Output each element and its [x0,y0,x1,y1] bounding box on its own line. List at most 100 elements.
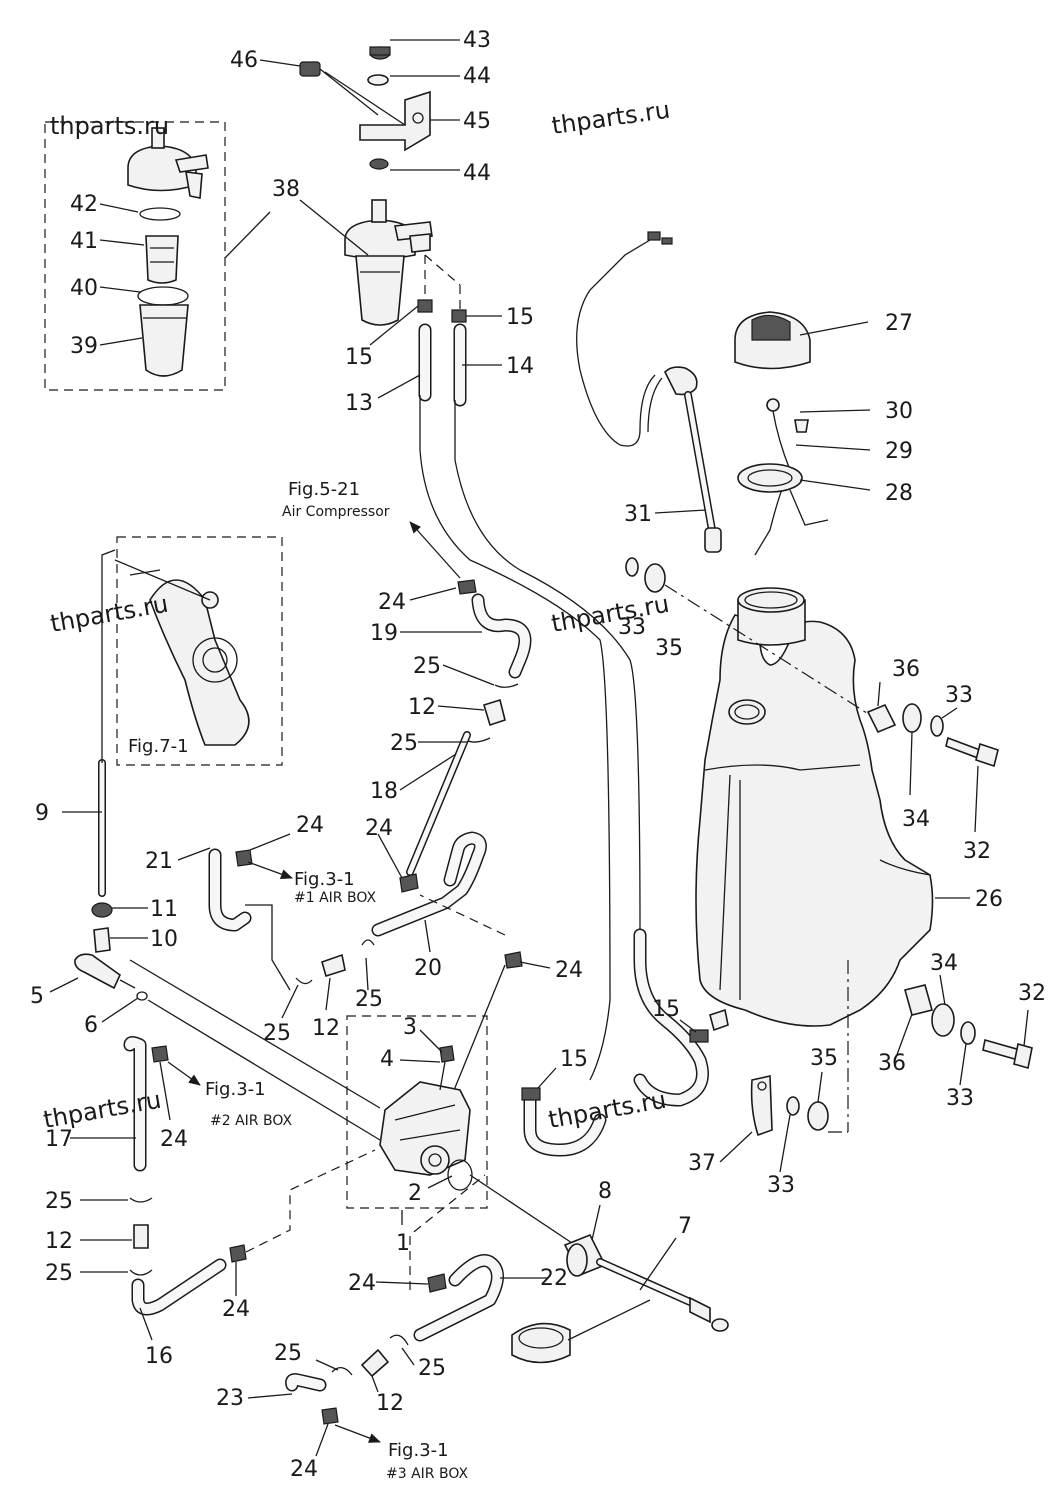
filler-cap-assembly [576,231,829,556]
oil-pump [379,1045,576,1246]
callout-2: 2 [408,1181,422,1206]
callout-25: 25 [274,1341,302,1366]
callout-42: 42 [70,192,98,217]
callout-30: 30 [885,399,913,424]
filter-bowl [139,304,189,377]
check-valve [483,698,506,727]
fuel-hoses [417,299,709,1157]
callout-34: 34 [902,807,930,832]
callout-32: 32 [963,839,991,864]
fuel-filter-detail-box [44,121,226,391]
callout-12: 12 [376,1391,404,1416]
clamp [427,1273,447,1293]
callout-25: 25 [390,731,418,756]
callout-36: 36 [878,1051,906,1076]
callout-25: 25 [45,1189,73,1214]
fuel-level-gauge [664,366,698,396]
fuel-tank [695,587,934,1032]
callout-38: 38 [272,177,300,202]
reference-arrows [167,521,461,1443]
o-ring [137,286,189,306]
callout-43: 43 [463,28,491,53]
callout-40: 40 [70,276,98,301]
callout-44: 44 [463,161,491,186]
callout-26: 26 [975,887,1003,912]
callout-15: 15 [560,1047,588,1072]
callout-33: 33 [945,683,973,708]
callout-19: 19 [370,621,398,646]
rod-end [74,953,122,990]
washer [786,1096,800,1116]
filter-element [145,235,179,284]
ref-fig-3-1-air3-sub: #3 AIR BOX [386,1466,468,1482]
washer [930,715,944,737]
air-box-3-hose [285,1334,409,1425]
ref-fig-5-21-sub: Air Compressor [282,504,390,520]
leader-lines [49,39,1029,1457]
clamp [457,579,477,595]
o-ring [447,1159,473,1191]
oil-hoses [208,579,532,1342]
callout-18: 18 [370,779,398,804]
callout-24: 24 [296,813,324,838]
ref-fig-3-1-air1-sub: #1 AIR BOX [294,890,376,906]
control-rod [74,549,381,1141]
reference-labels: Fig.5-21 Air Compressor Fig.7-1 Fig.3-1 … [128,479,468,1482]
gauge-port [728,699,766,725]
ref-fig-3-1-air2-title: Fig.3-1 [205,1079,266,1100]
clamp [417,299,433,313]
callout-34: 34 [930,951,958,976]
washer [136,991,148,1001]
callout-33: 33 [767,1173,795,1198]
callout-28: 28 [885,481,913,506]
grommet [644,563,666,593]
check-valve [321,953,346,978]
callout-4: 4 [380,1047,394,1072]
part-number-callouts: 43 44 46 45 44 38 42 41 40 39 15 15 13 1… [30,28,1046,1482]
washer [367,74,389,86]
watermark: thparts.ru [546,1086,668,1134]
ref-fig-3-1-air2-sub: #2 AIR BOX [210,1113,292,1129]
callout-25: 25 [418,1356,446,1381]
callout-9: 9 [35,801,49,826]
callout-27: 27 [885,311,913,336]
callout-10: 10 [150,927,178,952]
fig-7-1-detail-box [116,536,283,766]
callout-15: 15 [652,997,680,1022]
filter-detail-parts [127,127,209,377]
callout-29: 29 [885,439,913,464]
bolt [945,736,981,760]
callout-22: 22 [540,1266,568,1291]
ref-fig-5-21-title: Fig.5-21 [288,479,360,500]
callout-24: 24 [160,1127,188,1152]
fuel-filter-assembly [299,46,461,326]
callout-46: 46 [230,48,258,73]
callout-25: 25 [45,1261,73,1286]
callout-12: 12 [408,695,436,720]
callout-31: 31 [624,502,652,527]
clamp [521,1087,541,1101]
grommet [807,1101,829,1131]
callout-24: 24 [348,1271,376,1296]
callout-25: 25 [355,987,383,1012]
callout-37: 37 [688,1151,716,1176]
rod-joint [93,927,111,953]
callout-12: 12 [45,1229,73,1254]
o-ring [139,207,181,221]
callout-17: 17 [45,1127,73,1152]
watermark: thparts.ru [550,96,672,140]
bolt [299,61,321,77]
clamp [229,1244,247,1263]
check-valve [360,1348,390,1378]
watermark: thparts.ru [48,590,170,638]
callout-33: 33 [618,615,646,640]
washer [960,1021,976,1045]
bracket [359,90,431,152]
collar [904,984,933,1016]
callout-44: 44 [463,64,491,89]
check-valve [133,1224,149,1249]
callout-20: 20 [414,956,442,981]
callout-15: 15 [506,305,534,330]
callout-25: 25 [413,654,441,679]
